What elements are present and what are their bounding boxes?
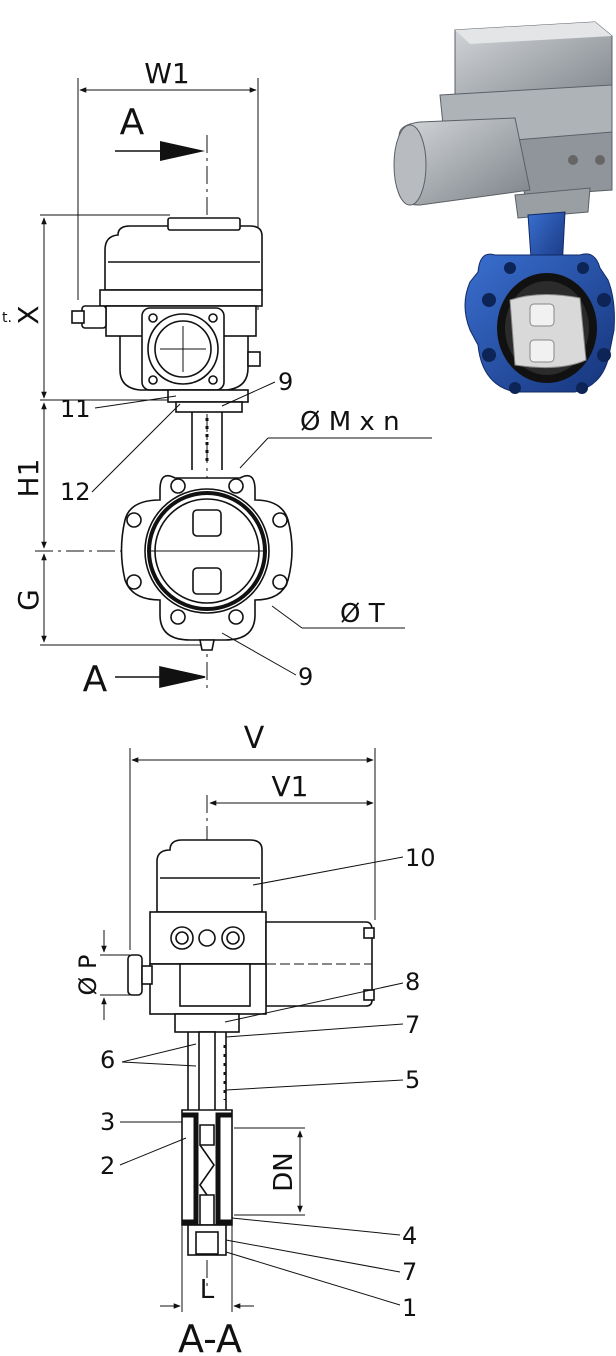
front-view: [35, 78, 432, 690]
dim-v: V: [244, 721, 265, 756]
valve-3d-render: [393, 21, 615, 394]
callout-1: 1: [402, 1294, 417, 1322]
dim-t: Ø T: [340, 599, 385, 629]
dim-l: L: [200, 1275, 215, 1305]
callout-11: 11: [60, 395, 91, 423]
callout-7-top: 7: [405, 1011, 420, 1039]
dim-x-prefix: t.: [2, 310, 12, 326]
labels: W1 A t. X H1 G 9 Ø M x n 11 12 Ø T 9 A V…: [2, 57, 436, 1356]
dim-p: Ø P: [74, 955, 102, 996]
dim-m-n: Ø M x n: [300, 407, 400, 437]
dim-x: X: [12, 305, 45, 324]
callout-8: 8: [405, 968, 420, 996]
callout-12: 12: [60, 478, 91, 506]
section-title-aa: A-A: [178, 1317, 242, 1356]
callout-9-top: 9: [278, 368, 293, 396]
section-marker-bottom: A: [83, 659, 108, 700]
callout-6: 6: [100, 1046, 115, 1074]
dim-v1: V1: [272, 770, 309, 803]
dim-g: G: [12, 589, 45, 611]
callout-7-bottom: 7: [402, 1258, 417, 1286]
section-marker-top: A: [120, 102, 145, 143]
dim-w1: W1: [144, 57, 190, 90]
dim-dn: DN: [269, 1152, 299, 1191]
dim-h1: H1: [12, 459, 45, 498]
callout-4: 4: [402, 1222, 417, 1250]
callout-9-bottom: 9: [298, 663, 313, 691]
callout-10: 10: [405, 844, 436, 872]
callout-5: 5: [405, 1066, 420, 1094]
callout-2: 2: [100, 1152, 115, 1180]
section-view: [100, 748, 404, 1312]
callout-3: 3: [100, 1108, 115, 1136]
